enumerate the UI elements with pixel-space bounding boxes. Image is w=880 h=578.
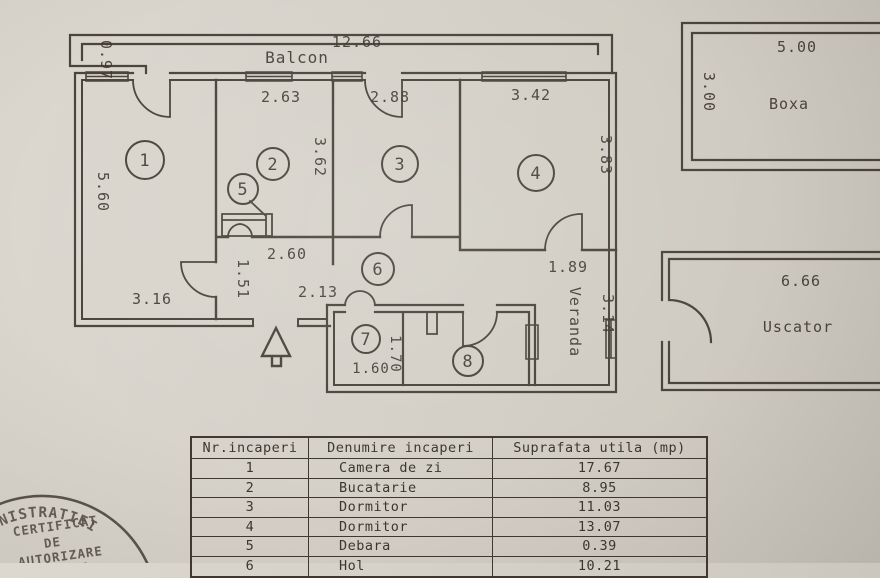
dim-boxa-height: 3.00 <box>700 72 718 112</box>
room-number-5: 5 <box>237 180 248 200</box>
room-name: Dormitor <box>308 517 492 537</box>
dim-uscator-width: 6.66 <box>781 272 821 290</box>
entrance-arrow-icon <box>260 325 292 368</box>
room-number-6: 6 <box>372 260 383 280</box>
bath-fixture <box>426 311 438 335</box>
table-header-nr: Nr.incaperi <box>202 440 298 456</box>
row-number: 2 <box>245 479 255 496</box>
dim-balcony-depth: 0.97 <box>97 40 115 80</box>
dim-kitchen-height: 3.62 <box>311 137 329 177</box>
room-circle-3 <box>381 145 419 183</box>
room-circle-8 <box>452 345 484 377</box>
stamp-circle <box>0 494 160 563</box>
table-row: 1 Camera de zi 17.67 <box>192 458 706 478</box>
dim-bath-width: 1.60 <box>352 361 390 377</box>
row-number: 5 <box>245 538 255 555</box>
table-row: 5 Debara 0.39 <box>192 536 706 556</box>
room-number-7: 7 <box>360 330 371 350</box>
room-circle-4 <box>517 154 555 192</box>
veranda-label: Veranda <box>566 287 584 357</box>
room-area: 8.95 <box>492 478 706 498</box>
balcony-label: Balcon <box>265 48 329 67</box>
room-area: 13.07 <box>492 517 706 537</box>
table-header-area: Suprafata utila (mp) <box>492 438 706 458</box>
room-number-8: 8 <box>462 352 473 372</box>
dim-bedroom4-width: 3.42 <box>511 86 551 104</box>
room-name: Dormitor <box>308 498 492 517</box>
table-row: 3 Dormitor 11.03 <box>192 497 706 517</box>
balcony-outline <box>68 33 614 75</box>
room-circle-6 <box>361 252 395 286</box>
room-number-1: 1 <box>139 151 150 171</box>
room-name: Bucatarie <box>308 478 492 498</box>
boxa-outline <box>680 21 880 172</box>
dim-living-height: 5.60 <box>94 172 112 212</box>
dim-hall-height: 1.51 <box>234 259 252 299</box>
window-symbols <box>85 71 617 360</box>
door-arcs <box>132 79 583 347</box>
stamp: ADMINISTRATIEI CERTIFICAT DE AUTORIZARE … <box>0 494 160 563</box>
table-row: 6 Hol 10.21 <box>192 555 706 576</box>
room-numbers: 1 2 3 4 5 6 7 8 <box>139 151 541 372</box>
row-number: 3 <box>245 499 255 516</box>
room-areas-table: Nr.incaperi Denumire incaperi Suprafata … <box>190 436 708 578</box>
dim-veranda-width: 1.89 <box>548 258 588 276</box>
dim-hall-width: 2.60 <box>267 245 307 263</box>
floor-plan-drawing: 1 2 3 4 5 6 7 8 12.66 Balcon 0.97 5.60 3… <box>0 21 880 563</box>
room-name: Hol <box>308 556 492 576</box>
stamp-number: 243 <box>65 560 91 563</box>
dim-kitchen-width: 2.63 <box>261 88 301 106</box>
row-number: 1 <box>245 460 255 476</box>
row-number: 4 <box>245 518 255 535</box>
boxa-label: Boxa <box>769 95 809 113</box>
room-area: 11.03 <box>492 498 706 517</box>
room-circle-2 <box>256 147 290 181</box>
uscator-label: Uscator <box>763 318 833 336</box>
table-row: 2 Bucatarie 8.95 <box>192 477 706 498</box>
table-row: 4 Dormitor 13.07 <box>192 516 706 537</box>
uscator-outline <box>660 250 880 392</box>
dim-bath-height: 1.70 <box>387 335 403 373</box>
dim-bedroom4-height: 3.83 <box>597 135 615 175</box>
room-number-2: 2 <box>267 155 278 175</box>
row-number: 6 <box>245 557 255 574</box>
room-circle-5 <box>227 173 259 205</box>
room-area: 17.67 <box>492 459 706 478</box>
table-header-row: Nr.incaperi Denumire incaperi Suprafata … <box>192 438 706 458</box>
interior-walls <box>214 78 618 321</box>
dimension-labels: 12.66 Balcon 0.97 5.60 3.16 2.63 3.62 2.… <box>94 33 833 377</box>
room-name: Debara <box>308 537 492 556</box>
dim-total-width: 12.66 <box>332 33 382 51</box>
debara-closet <box>221 199 273 237</box>
room-area: 10.21 <box>492 556 706 576</box>
dim-bedroom3-width: 2.88 <box>370 88 410 106</box>
dim-hall-width2: 2.13 <box>298 283 338 301</box>
exterior-walls-outer <box>73 71 618 394</box>
room-number-4: 4 <box>530 164 541 184</box>
room-name: Camera de zi <box>308 459 492 478</box>
exterior-walls-inner <box>81 79 610 386</box>
room-number-3: 3 <box>394 155 405 175</box>
room-circle-7 <box>351 324 381 354</box>
bath-block-walls <box>325 303 537 387</box>
dim-veranda-height: 3.14 <box>599 294 617 334</box>
room-circle-1 <box>125 140 165 180</box>
room-area: 0.39 <box>492 537 706 556</box>
table-header-name: Denumire incaperi <box>308 438 492 458</box>
dim-boxa-width: 5.00 <box>777 38 817 56</box>
dim-living-width: 3.16 <box>132 290 172 308</box>
stamp-line2: DE <box>43 534 62 551</box>
